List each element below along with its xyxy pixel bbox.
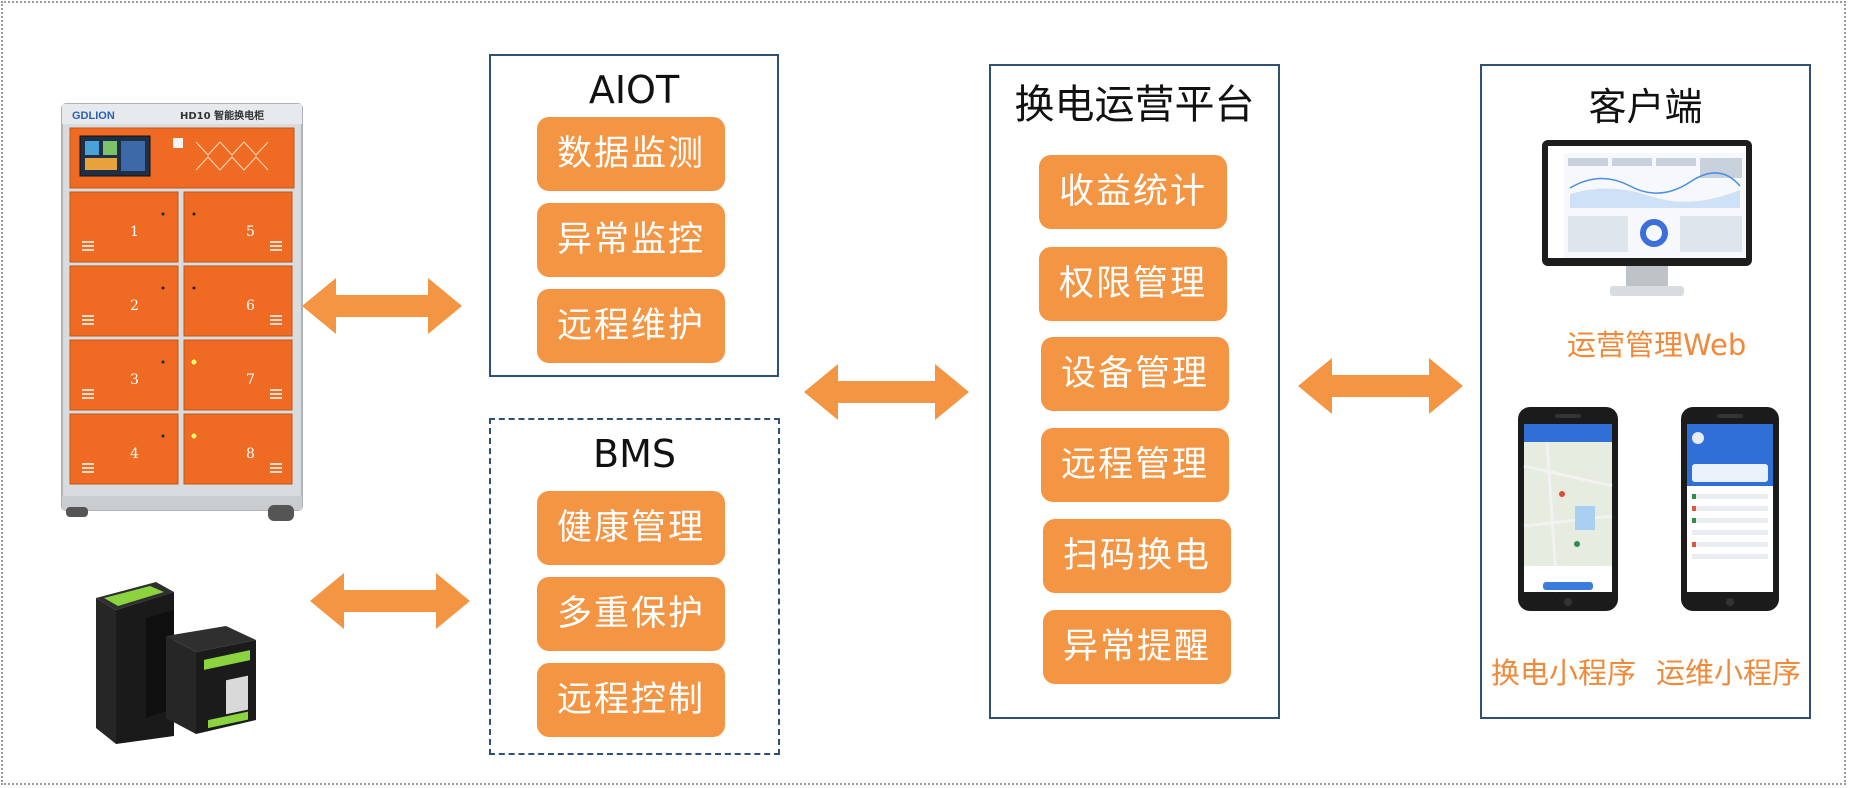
double-arrow-cabinet-aiot <box>302 278 462 334</box>
cabinet-model: HD10 智能换电柜 <box>180 109 264 122</box>
aiot-title: AIOT <box>588 68 680 112</box>
ops-app-phone <box>1681 407 1779 611</box>
bms-title: BMS <box>593 432 676 476</box>
door-label: 4 <box>130 446 139 462</box>
platform-item: 权限管理 <box>1039 247 1227 321</box>
bms-item: 多重保护 <box>537 577 725 651</box>
double-arrow-battery-bms <box>310 573 470 629</box>
platform-title: 换电运营平台 <box>1014 82 1255 128</box>
double-arrow-platform-client <box>1298 358 1463 414</box>
battery-pack <box>96 582 256 744</box>
platform-item: 收益统计 <box>1039 155 1227 229</box>
double-arrow-iot-platform <box>804 364 969 420</box>
door-label: 8 <box>246 446 255 462</box>
swap-app-phone <box>1518 407 1618 611</box>
platform-item: 远程管理 <box>1041 428 1229 502</box>
platform-item: 设备管理 <box>1041 337 1229 411</box>
web-label: 运营管理Web <box>1567 328 1747 362</box>
door-label: 1 <box>130 224 139 240</box>
swap-cabinet: GDLION HD10 智能换电柜 1 5 2 6 3 7 4 8 <box>61 103 303 521</box>
aiot-item: 数据监测 <box>537 117 725 191</box>
door-label: 6 <box>246 298 255 314</box>
cabinet-brand: GDLION <box>72 110 115 122</box>
aiot-item: 异常监控 <box>537 203 725 277</box>
aiot-item: 远程维护 <box>537 289 725 363</box>
bms-item: 远程控制 <box>537 663 725 737</box>
door-label: 7 <box>246 372 255 388</box>
swap-app-label: 换电小程序 <box>1491 656 1637 690</box>
platform-item: 扫码换电 <box>1043 519 1231 593</box>
door-label: 2 <box>130 298 139 314</box>
door-label: 5 <box>246 224 255 240</box>
door-label: 3 <box>130 372 139 388</box>
client-title: 客户端 <box>1588 85 1703 129</box>
ops-app-label: 运维小程序 <box>1656 656 1802 690</box>
bms-item: 健康管理 <box>537 491 725 565</box>
web-monitor <box>1542 140 1752 296</box>
platform-item: 异常提醒 <box>1043 610 1231 684</box>
